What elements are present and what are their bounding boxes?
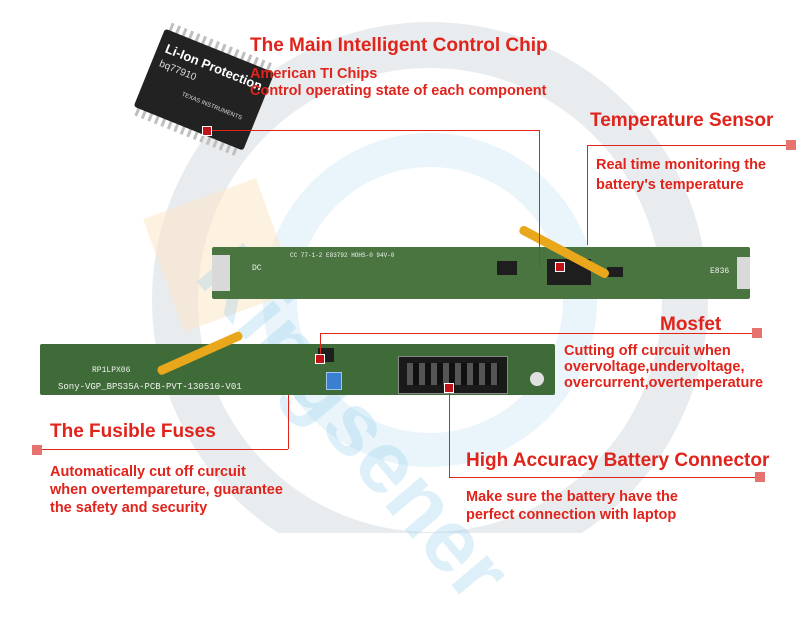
pcb-top-silk-right: E836 bbox=[710, 267, 730, 276]
pcb-top-comp-2 bbox=[607, 267, 623, 277]
main-chip-line-2: Control operating state of each componen… bbox=[250, 83, 547, 99]
temperature-sensor-line-2: battery's temperature bbox=[596, 177, 744, 193]
battery-connector-title: High Accuracy Battery Connector bbox=[466, 450, 770, 471]
mosfet-line-1: Cutting off curcuit when bbox=[564, 343, 731, 359]
fuse-component bbox=[326, 372, 342, 390]
pcb-top-silk-mid: CC 77-1-2 E83792 HOHS-0 94V-0 bbox=[290, 252, 395, 259]
pcb-top-silk-left: DC bbox=[252, 264, 262, 273]
ti-chip-image: Li-Ion Protection bq77910 TEXAS INSTRUME… bbox=[131, 21, 280, 159]
ti-logo-text: TEXAS INSTRUMENTS bbox=[180, 91, 243, 122]
leader-chip-down bbox=[539, 130, 540, 268]
leader-mosfet-v bbox=[320, 333, 321, 355]
pcb-bottom-silk-model: Sony-VGP_BPS35A-PCB-PVT-130510-V01 bbox=[58, 382, 242, 392]
mosfet-line-2: overvoltage,undervoltage, bbox=[564, 359, 745, 375]
mosfet-line-3: overcurrent,overtemperature bbox=[564, 375, 764, 391]
leader-chip bbox=[210, 130, 540, 131]
fusible-fuses-line-3: the safety and security bbox=[50, 500, 208, 516]
marker-temp bbox=[555, 262, 565, 272]
pcb-board-top: DC CC 77-1-2 E83792 HOHS-0 94V-0 E836 bbox=[212, 247, 750, 299]
marker-chip bbox=[202, 126, 212, 136]
marker-mosfet-end bbox=[752, 328, 762, 338]
pcb-bottom-silk-id: RP1LPX06 bbox=[92, 366, 131, 375]
marker-fuse-end bbox=[32, 445, 42, 455]
leader-fuse-v bbox=[288, 395, 289, 449]
connector-pins bbox=[407, 363, 499, 385]
leader-connector-h bbox=[449, 477, 761, 478]
leader-mosfet-h bbox=[320, 333, 758, 334]
marker-connector-end bbox=[755, 472, 765, 482]
leader-fuse-h bbox=[36, 449, 288, 450]
fusible-fuses-line-1: Automatically cut off curcuit bbox=[50, 464, 246, 480]
fusible-fuses-line-2: when overtempareture, guarantee bbox=[50, 482, 283, 498]
battery-connector-line-2: perfect connection with laptop bbox=[466, 507, 677, 523]
main-chip-line-1: American TI Chips bbox=[250, 66, 378, 82]
marker-temp-end bbox=[786, 140, 796, 150]
temperature-sensor-line-1: Real time monitoring the bbox=[596, 157, 766, 173]
leader-temp-h bbox=[587, 145, 792, 146]
battery-connector-line-1: Make sure the battery have the bbox=[466, 489, 678, 505]
fusible-fuses-title: The Fusible Fuses bbox=[50, 421, 216, 442]
temperature-sensor-title: Temperature Sensor bbox=[590, 110, 774, 131]
pcb-top-pad-right bbox=[737, 257, 750, 289]
marker-mosfet bbox=[315, 354, 325, 364]
marker-connector bbox=[444, 383, 454, 393]
leader-temp-v bbox=[587, 145, 588, 245]
pcb-bottom-pad-right bbox=[530, 372, 544, 386]
mosfet-title: Mosfet bbox=[660, 314, 722, 335]
pcb-board-bottom: RP1LPX06 Sony-VGP_BPS35A-PCB-PVT-130510-… bbox=[40, 344, 555, 395]
pcb-top-comp-1 bbox=[497, 261, 517, 275]
leader-connector-v bbox=[449, 392, 450, 477]
main-chip-title: The Main Intelligent Control Chip bbox=[250, 35, 548, 56]
pcb-top-pad-left bbox=[212, 255, 230, 291]
